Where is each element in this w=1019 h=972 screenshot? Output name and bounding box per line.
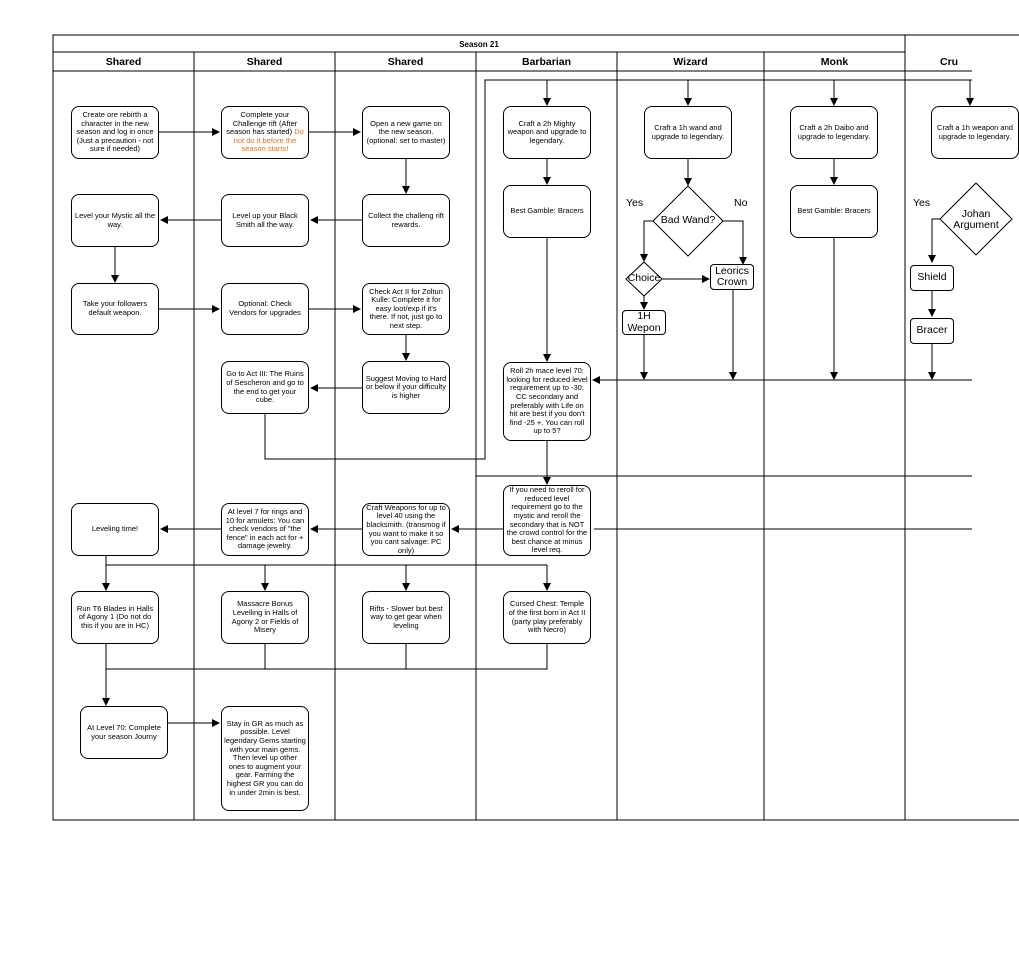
complete-challenge-step: Complete your Challenge rift (After seas… bbox=[221, 106, 309, 159]
monk-gamble-step: Best Gamble: Bracers bbox=[790, 185, 878, 238]
complete-challenge-text: Complete your Challenge rift (After seas… bbox=[224, 110, 306, 154]
wizard-yes-label: Yes bbox=[626, 197, 644, 209]
edge bbox=[640, 220, 653, 262]
check-vendors-step: Optional: Check Vendors for upgrades bbox=[221, 283, 309, 335]
barbarian-craft-step: Craft a 2h Mighty weapon and upgrade to … bbox=[503, 106, 591, 159]
leveling-time-step: Leveling time! bbox=[71, 503, 159, 556]
wizard-no-label: No bbox=[734, 197, 748, 209]
barbarian-gamble-step: Best Gamble: Bracers bbox=[503, 185, 591, 238]
lane-header-shared-3: Shared bbox=[387, 56, 424, 68]
open-new-game-step: Open a new game on the new season. (opti… bbox=[362, 106, 450, 159]
lane-header-shared-2: Shared bbox=[246, 56, 283, 68]
level-mystic-step: Level your Mystic all the way. bbox=[71, 194, 159, 247]
followers-weapon-step: Take your followers default weapon. bbox=[71, 283, 159, 335]
check-act2-step: Check Act II for Zoltun Kulle: Complete … bbox=[362, 283, 450, 335]
lane-header-barbarian: Barbarian bbox=[521, 56, 572, 68]
lane-header-monk: Monk bbox=[820, 56, 849, 68]
create-rebirth-step: Create ore rebirth a character in the ne… bbox=[71, 106, 159, 159]
lane-header-shared-1: Shared bbox=[105, 56, 142, 68]
roll-mace-step: Roll 2h mace level 70: looking for reduc… bbox=[503, 362, 591, 441]
pool-title: Season 21 bbox=[459, 39, 499, 49]
leorics-crown-step: Leorics Crown bbox=[710, 264, 754, 290]
stay-gr-step: Stay in GR as much as possible. Level le… bbox=[221, 706, 309, 811]
cru-decision-diamond bbox=[939, 182, 1013, 256]
pool-frame bbox=[52, 34, 1019, 821]
edge bbox=[723, 220, 747, 265]
shield-step: Shield bbox=[910, 265, 954, 291]
edge bbox=[928, 218, 940, 263]
edge bbox=[406, 644, 548, 670]
bad-wand-label: Bad Wand? bbox=[660, 214, 716, 227]
choice-label: Choice bbox=[627, 272, 661, 285]
craft-40-step: Craft Weapons for up to level 40 using t… bbox=[362, 503, 450, 556]
suggest-hard-step: Suggest Moving to Hard or below if your … bbox=[362, 361, 450, 414]
lane-header-wizard: Wizard bbox=[673, 56, 708, 68]
cursed-chest-step: Cursed Chest: Temple of the first born i… bbox=[503, 591, 591, 644]
massacre-step: Massacre Bonus Levelling in Halls of Ago… bbox=[221, 591, 309, 644]
collect-rewards-step: Collect the challeng rift rewards. bbox=[362, 194, 450, 247]
monk-craft-step: Craft a 2h Daibo and upgrade to legendar… bbox=[790, 106, 878, 159]
flowchart-canvas: Season 21 Shared Shared Shared Barbarian… bbox=[52, 34, 1019, 821]
level-blacksmith-step: Level up your Black Smith all the way. bbox=[221, 194, 309, 247]
crusader-decision-label: Johan Argument bbox=[953, 207, 999, 231]
level-70-step: At Level 70: Complete your season Journy bbox=[80, 706, 168, 759]
crusader-yes-label: Yes bbox=[913, 197, 931, 209]
crusader-craft-step: Craft a 1h weapon and upgrade to legenda… bbox=[931, 106, 1019, 159]
act3-cube-step: Go to Act III: The Ruins of Sescheron an… bbox=[221, 361, 309, 414]
edge bbox=[105, 556, 547, 566]
season-warning: Do not do it before the season starts! bbox=[233, 127, 304, 154]
edge bbox=[264, 79, 972, 460]
bad-wand-diamond bbox=[652, 185, 724, 257]
complete-challenge-label: Complete your Challenge rift (After seas… bbox=[226, 110, 298, 137]
connector-layer bbox=[52, 34, 1019, 821]
lane-header-crusader: Cru bbox=[940, 56, 959, 68]
rings-amulets-step: At level 7 for rings and 10 for amulets:… bbox=[221, 503, 309, 556]
edge bbox=[106, 644, 266, 670]
run-t6-step: Run T6 Blades in Halls of Agony 1 (Do no… bbox=[71, 591, 159, 644]
bracer-step: Bracer bbox=[910, 318, 954, 344]
rifts-step: Rifts - Slower but best way to get gear … bbox=[362, 591, 450, 644]
reroll-mystic-step: If you need to reroll for reduced level … bbox=[503, 485, 591, 556]
wizard-craft-step: Craft a 1h wand and upgrade to legendary… bbox=[644, 106, 732, 159]
wepon-1h-step: 1H Wepon bbox=[622, 310, 666, 335]
